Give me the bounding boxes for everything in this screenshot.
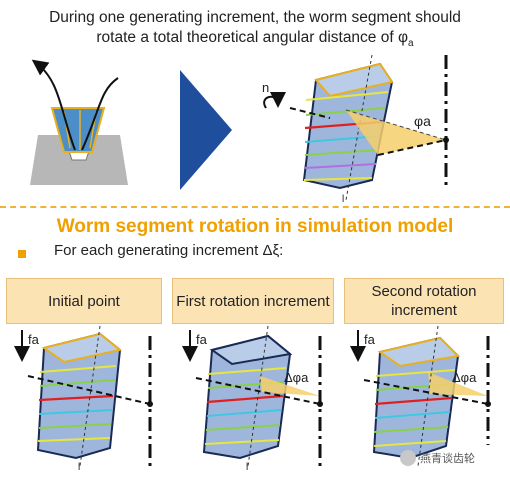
l-mark-1: l [78, 462, 80, 473]
label-first-rotation: First rotation increment [172, 278, 334, 324]
l-mark-2: l [246, 462, 248, 473]
dphi-label-2: Δφa [284, 370, 309, 385]
panel-initial-point [14, 325, 153, 470]
label-second-rotation: Second rotation increment [344, 278, 504, 324]
phi-a-label: φa [414, 113, 431, 129]
wechat-icon [400, 450, 416, 466]
watermark: 燕青谈齿轮 [400, 450, 475, 466]
fa-label-1: fa [28, 332, 40, 347]
section-divider [0, 206, 510, 208]
dphi-label-3: Δφa [452, 370, 477, 385]
intro-line-2: rotate a total theoretical angular dista… [0, 28, 510, 54]
bullet-text: For each generating increment Δξ: [54, 242, 284, 259]
worm-segment-top [263, 54, 449, 201]
fa-label-3: fa [364, 332, 376, 347]
fa-label-2: fa [196, 332, 208, 347]
play-arrow-icon [180, 70, 232, 190]
l-mark-top: l [342, 194, 344, 205]
bullet-square-icon [18, 250, 26, 258]
intro-text: During one generating increment, the wor… [0, 8, 510, 54]
intro-line-2-sub: a [408, 38, 414, 50]
tool-illustration [30, 59, 128, 185]
label-initial-point: Initial point [6, 278, 162, 324]
section-title: Worm segment rotation in simulation mode… [56, 216, 454, 237]
watermark-text: 燕青谈齿轮 [420, 453, 475, 465]
intro-line-2-text: rotate a total theoretical angular dista… [96, 29, 409, 46]
intro-line-1: During one generating increment, the wor… [49, 9, 461, 26]
n-label: n [262, 80, 269, 95]
panel-second-rotation [350, 325, 491, 467]
panel-first-rotation [182, 325, 323, 470]
